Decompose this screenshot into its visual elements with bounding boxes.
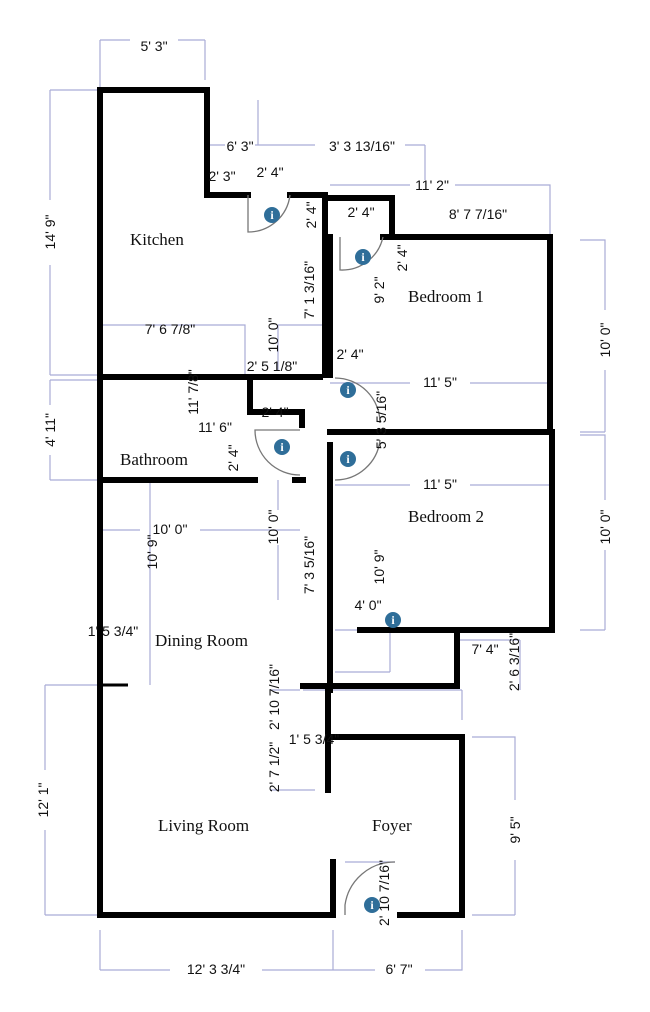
dimension-label: 6' 3" [226, 138, 253, 154]
room-label-foyer: Foyer [372, 816, 412, 835]
dimension-label: 10' 9" [144, 535, 160, 570]
dimension-label: 2' 4" [347, 204, 374, 220]
dimension-label: 2' 4" [303, 201, 319, 228]
dimension-label: 7' 3 5/16" [301, 536, 317, 594]
info-icon[interactable]: i [340, 451, 356, 467]
dimension-label: 6' 7" [385, 961, 412, 977]
dimension-labels: 5' 3" 14' 9" 6' 3" 3' 3 13/16" 2' 3" 2' … [35, 38, 613, 977]
info-icon[interactable]: i [385, 612, 401, 628]
dimension-label: 4' 11" [42, 413, 58, 447]
dimension-label: 7' 6 7/8" [145, 321, 195, 337]
dimension-label: 14' 9" [42, 215, 58, 250]
svg-text:i: i [280, 440, 284, 454]
dimension-label: 8' 7 7/16" [449, 206, 507, 222]
walls [97, 87, 555, 918]
dimension-label: 2' 7 1/2" [266, 742, 282, 792]
dimension-label: 1' 5 3/4" [88, 623, 138, 639]
dimension-label: 10' 0" [153, 521, 188, 537]
dimension-label: 12' 3 3/4" [187, 961, 245, 977]
dimension-label: 2' 4" [394, 244, 410, 271]
dimension-label: 4' 0" [354, 597, 381, 613]
dimension-label: 2' 3" [208, 168, 235, 184]
dimension-label: 11' 6" [198, 419, 232, 435]
dimension-label: 1' 5 3/4" [289, 731, 339, 747]
info-icon[interactable]: i [355, 249, 371, 265]
dimension-label: 2' 10 7/16" [376, 860, 392, 926]
info-icon[interactable]: i [364, 897, 380, 913]
dimension-label: 3' 3 13/16" [329, 138, 395, 154]
room-label-kitchen: Kitchen [130, 230, 184, 249]
dimension-label: 10' 0" [597, 323, 613, 358]
dimension-label: 10' 0" [597, 510, 613, 545]
svg-text:i: i [361, 250, 365, 264]
dimension-label: 7' 1 3/16" [301, 261, 317, 319]
dimension-label: 2' 4" [225, 444, 241, 471]
dimension-label: 2' 4" [261, 404, 288, 420]
dimension-label: 7' 4" [471, 641, 498, 657]
svg-text:i: i [370, 898, 374, 912]
svg-text:i: i [346, 452, 350, 466]
dimension-lines [44, 39, 606, 971]
dimension-label: 10' 0" [265, 510, 281, 545]
dimension-label: 11' 5" [423, 476, 457, 492]
svg-text:i: i [270, 208, 274, 222]
dimension-label: 2' 4" [336, 346, 363, 362]
room-label-bedroom-1: Bedroom 1 [408, 287, 484, 306]
dimension-label: 11' 7/8" [185, 369, 201, 415]
dimension-label: 5' 3" [140, 38, 167, 54]
info-icon[interactable]: i [264, 207, 280, 223]
dimension-label: 9' 2" [371, 276, 387, 303]
info-icon[interactable]: i [340, 382, 356, 398]
dimension-label: 12' 1" [35, 783, 51, 818]
room-label-bedroom-2: Bedroom 2 [408, 507, 484, 526]
dimension-label: 2' 4" [256, 164, 283, 180]
room-label-bathroom: Bathroom [120, 450, 188, 469]
dimension-label: 10' 9" [371, 550, 387, 585]
room-label-dining-room: Dining Room [155, 631, 248, 650]
svg-text:i: i [346, 383, 350, 397]
dimension-label: 10' 0" [265, 318, 281, 353]
room-label-living-room: Living Room [158, 816, 249, 835]
svg-text:i: i [391, 613, 395, 627]
info-icon[interactable]: i [274, 439, 290, 455]
dimension-label: 2' 6 3/16" [506, 633, 522, 691]
dimension-label: 11' 2" [415, 177, 449, 193]
dimension-label: 9' 5" [507, 816, 523, 843]
dimension-label: 5' 3 5/16" [373, 391, 389, 449]
dimension-label: 2' 5 1/8" [247, 358, 297, 374]
dimension-label: 11' 5" [423, 374, 457, 390]
dimension-label: 2' 10 7/16" [266, 664, 282, 730]
